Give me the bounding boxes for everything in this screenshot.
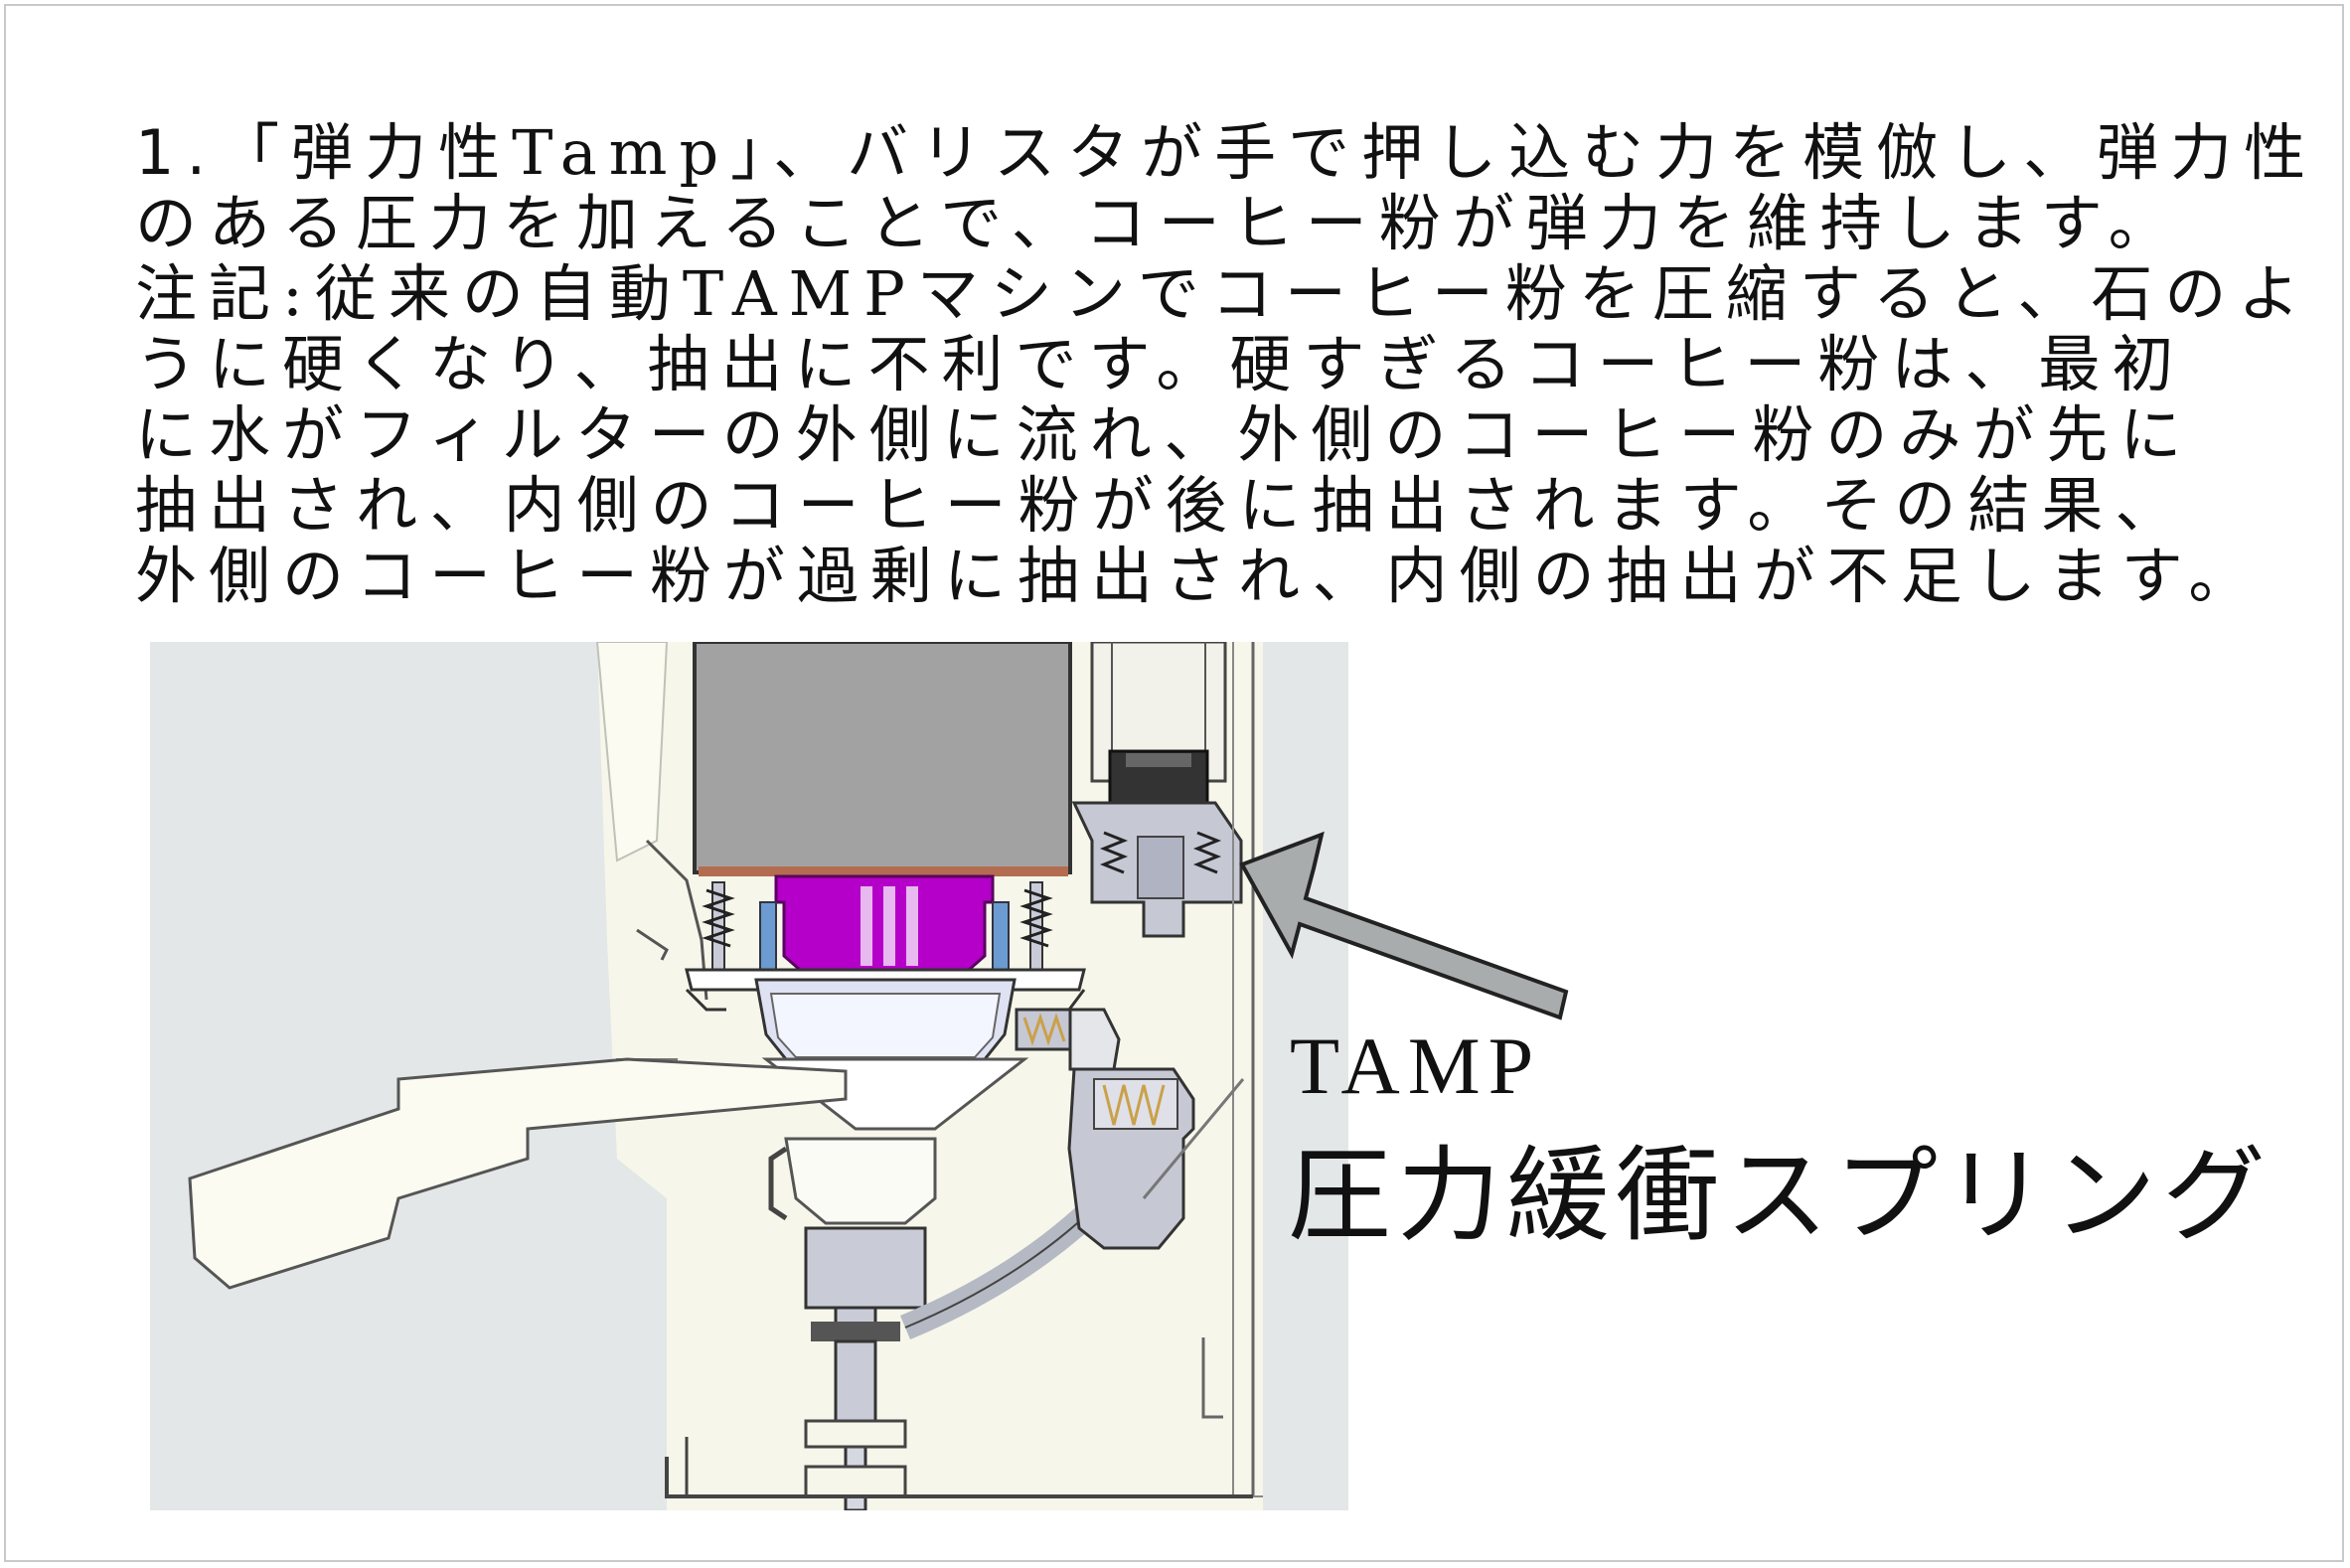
paragraph-line-6: 抽出され、内側のコーヒー粉が後に抽出されます。その結果、	[135, 469, 2189, 542]
paragraph-line-5: に水がフィルターの外側に流れ、外側のコーヒー粉のみが先に	[135, 398, 2194, 471]
page-border	[4, 4, 2344, 1562]
tamp-cross-section-diagram	[150, 642, 1348, 1510]
callout-label-tamp: TAMP	[1290, 1020, 1542, 1111]
callout-label-spring: 圧力緩衝スプリング	[1288, 1135, 2272, 1256]
paragraph-line-text-1: 「弾力性Tamp」、バリスタが手で押し込む力を模倣し、弾力性	[218, 116, 2318, 189]
paragraph-line-1: 1.「弾力性Tamp」、バリスタが手で押し込む力を模倣し、弾力性	[135, 116, 2305, 189]
paragraph-line-7: 外側のコーヒー粉が過剰に抽出され、内側の抽出が不足します。	[135, 540, 2263, 612]
item-number: 1.	[135, 116, 219, 189]
paragraph-line-2: のある圧力を加えることで、コーヒー粉が弾力を維持します。	[135, 187, 2182, 259]
paragraph-line-3: 注記:従来の自動TAMPマシンでコーヒー粉を圧縮すると、石のよ	[135, 257, 2312, 330]
paragraph-line-4: うに硬くなり、抽出に不利です。硬すぎるコーヒー粉は、最初	[135, 328, 2186, 400]
description-paragraph: 1.「弾力性Tamp」、バリスタが手で押し込む力を模倣し、弾力性 のある圧力を加…	[135, 116, 2312, 612]
callout-arrow	[1239, 831, 1569, 1020]
